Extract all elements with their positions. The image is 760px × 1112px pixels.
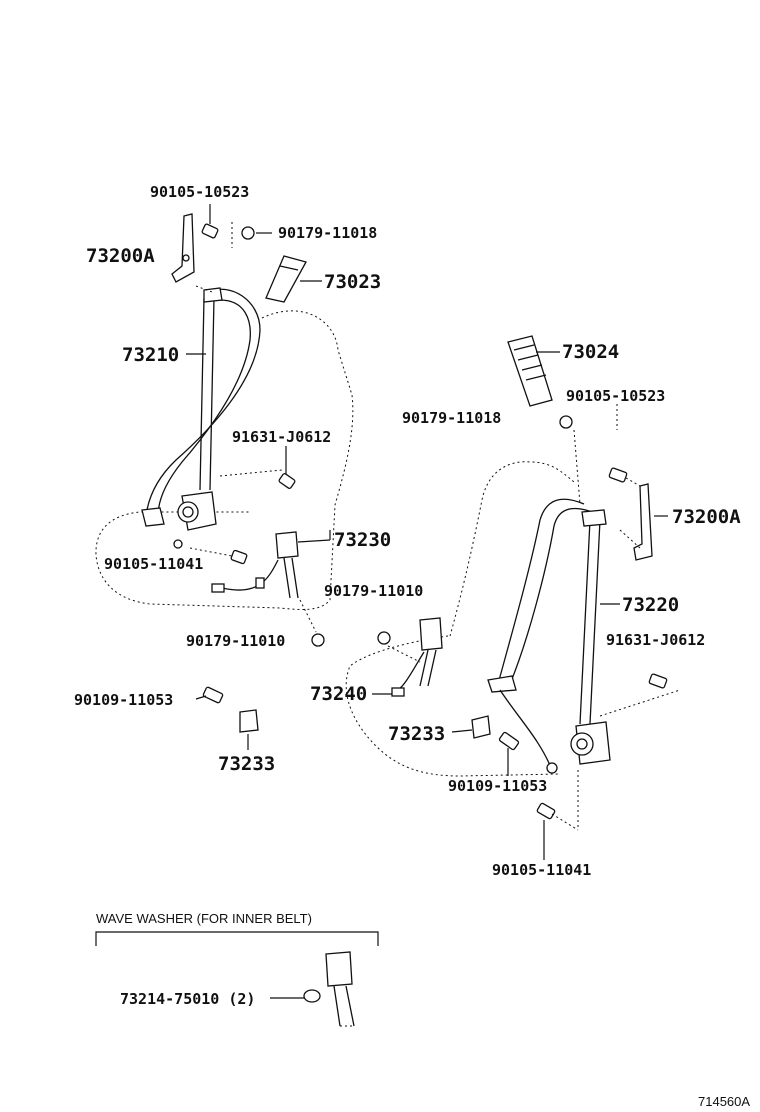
label-73023: 73023	[324, 271, 381, 293]
left-bolt-91631-J0612	[219, 446, 296, 489]
label-90105-11041-right: 90105-11041	[492, 861, 591, 879]
right-buckle-73240	[372, 617, 443, 697]
label-73233-left: 73233	[218, 753, 275, 775]
left-cover-73233	[239, 709, 259, 750]
label-73210: 73210	[122, 344, 179, 366]
right-retractor	[546, 721, 611, 774]
inset-title: WAVE WASHER (FOR INNER BELT)	[96, 911, 312, 926]
left-belt-73210	[145, 285, 261, 517]
right-cover-73233	[451, 715, 491, 739]
right-bolt-90109-11053	[498, 731, 520, 776]
label-90179-11010-left: 90179-11010	[186, 632, 285, 650]
label-73024: 73024	[562, 341, 619, 363]
label-73220: 73220	[622, 594, 679, 616]
label-73230: 73230	[334, 529, 391, 551]
right-cover-73024	[507, 335, 560, 407]
figure-id: 714560A	[698, 1094, 750, 1109]
label-90179-11018-left: 90179-11018	[278, 224, 377, 242]
label-91631-J0612-left: 91631-J0612	[232, 428, 331, 446]
label-90105-11041-left: 90105-11041	[104, 555, 203, 573]
label-73200A-left: 73200A	[86, 245, 155, 267]
label-90179-11018-right: 90179-11018	[402, 409, 501, 427]
left-bolt-90105-10523	[201, 204, 233, 248]
label-73233-right: 73233	[388, 723, 445, 745]
label-73200A-right: 73200A	[672, 506, 741, 528]
label-90105-10523-right: 90105-10523	[566, 387, 665, 405]
right-belt-73220	[487, 498, 620, 771]
label-91631-J0612-right: 91631-J0612	[606, 631, 705, 649]
right-bolt-90105-11041	[536, 770, 579, 860]
left-seat-outline	[95, 310, 354, 611]
label-73214-75010: 73214-75010 (2)	[120, 990, 255, 1008]
left-buckle-73230	[211, 530, 331, 599]
label-73240: 73240	[310, 683, 367, 705]
right-upper-anchor	[619, 483, 668, 561]
right-nut-90179-11018	[559, 415, 581, 505]
label-90109-11053-left: 90109-11053	[74, 691, 173, 709]
left-cover-73023	[265, 255, 322, 303]
left-bolt-90109-11053	[195, 686, 224, 704]
left-retractor	[141, 491, 217, 549]
left-upper-anchor	[171, 213, 195, 283]
right-bolt-90105-10523	[608, 467, 641, 487]
label-90105-10523-left: 90105-10523	[150, 183, 249, 201]
label-90109-11053-right: 90109-11053	[448, 777, 547, 795]
label-90179-11010-right: 90179-11010	[324, 582, 423, 600]
left-nut-90179-11018	[241, 226, 272, 240]
left-nut-90179-11010	[299, 599, 325, 647]
inset-wave-washer	[95, 931, 379, 1027]
right-seat-outline	[345, 461, 575, 777]
right-bolt-91631-J0612	[599, 673, 681, 717]
left-bolt-90105-11041	[189, 547, 248, 565]
